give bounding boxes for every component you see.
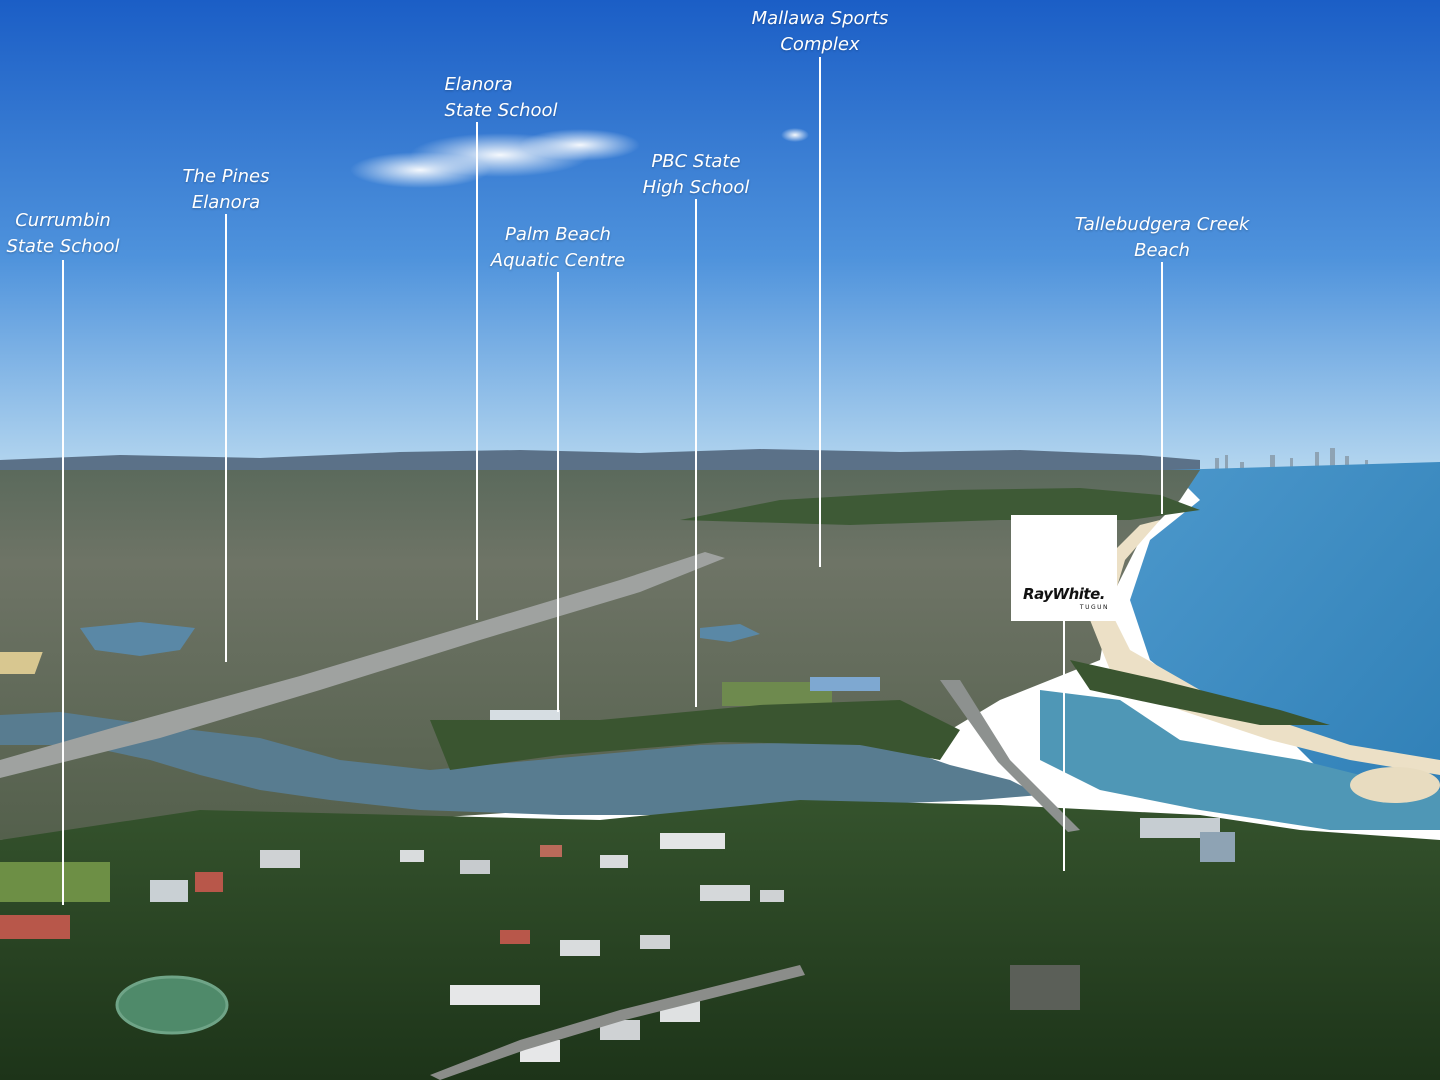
leader-line-elanora-state-school <box>476 122 478 620</box>
leader-line-currumbin-state-school <box>62 260 64 905</box>
leader-line-palm-beach-aquatic-centre <box>557 272 559 712</box>
school-oval <box>0 862 110 902</box>
raywhite-logo-brand: RayWhite. <box>1023 585 1105 603</box>
raywhite-logo-office: TUGUN <box>1079 604 1109 611</box>
creek <box>0 712 1040 815</box>
bridge <box>940 680 1080 832</box>
ocean <box>1130 462 1440 830</box>
spit-bush <box>1070 660 1330 725</box>
shopping-centre-roof <box>0 652 43 674</box>
leader-line-raywhite <box>1063 621 1065 871</box>
highway <box>0 552 725 778</box>
leader-line-mallawa-sports-complex <box>819 57 821 567</box>
hill-road <box>430 965 805 1080</box>
tennis-court <box>1010 965 1080 1010</box>
lagoon-small <box>700 624 760 642</box>
blue-roof <box>810 677 880 691</box>
sky <box>0 0 1440 470</box>
water-tank <box>115 975 229 1035</box>
leader-line-tallebudgera-creek-beach <box>1161 262 1163 514</box>
lagoon <box>80 622 195 656</box>
sandbar <box>1350 767 1440 803</box>
reserve-bush <box>430 700 960 770</box>
cloud <box>350 128 809 188</box>
hillside-houses <box>0 818 1235 1062</box>
leader-line-pbc-state-high-school <box>695 199 697 707</box>
leader-line-the-pines-elanora <box>225 214 227 662</box>
raywhite-logo: RayWhite. TUGUN <box>1011 515 1117 621</box>
estuary <box>1040 690 1440 830</box>
